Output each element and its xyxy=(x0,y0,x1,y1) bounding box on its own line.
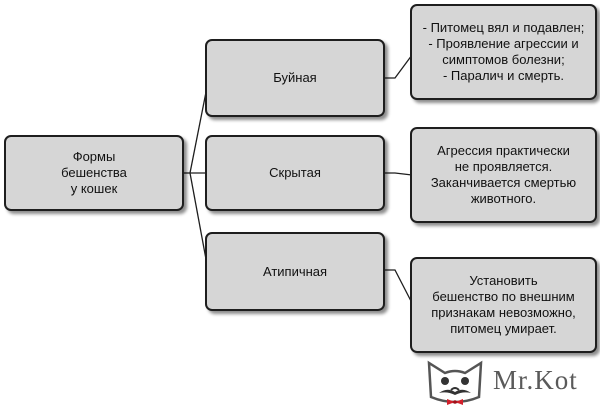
form-label: Буйная xyxy=(273,70,317,85)
root-node: Формы бешенства у кошек xyxy=(4,135,184,211)
form-node-skrytaya: Скрытая xyxy=(205,135,385,211)
description-text: Агрессия практически не проявляется. Зак… xyxy=(430,143,577,206)
cat-face-icon xyxy=(427,360,483,405)
description-text: - Питомец вял и подавлен; - Проявление а… xyxy=(422,20,585,83)
description-node-atipichnaya: Установить бешенство по внешним признака… xyxy=(410,257,597,353)
form-node-buynaya: Буйная xyxy=(205,39,385,117)
root-label: Формы бешенства у кошек xyxy=(61,149,127,196)
form-label: Атипичная xyxy=(262,263,328,279)
description-text: Установить бешенство по внешним признака… xyxy=(431,273,576,336)
description-node-skrytaya: Агрессия практически не проявляется. Зак… xyxy=(410,127,597,223)
form-label: Скрытая xyxy=(269,165,321,180)
description-node-buynaya: - Питомец вял и подавлен; - Проявление а… xyxy=(410,4,597,100)
logo-text: Mr.Kot xyxy=(493,365,578,395)
logo: Mr.Kot xyxy=(415,355,600,407)
form-node-atipichnaya: Атипичная xyxy=(205,232,385,311)
